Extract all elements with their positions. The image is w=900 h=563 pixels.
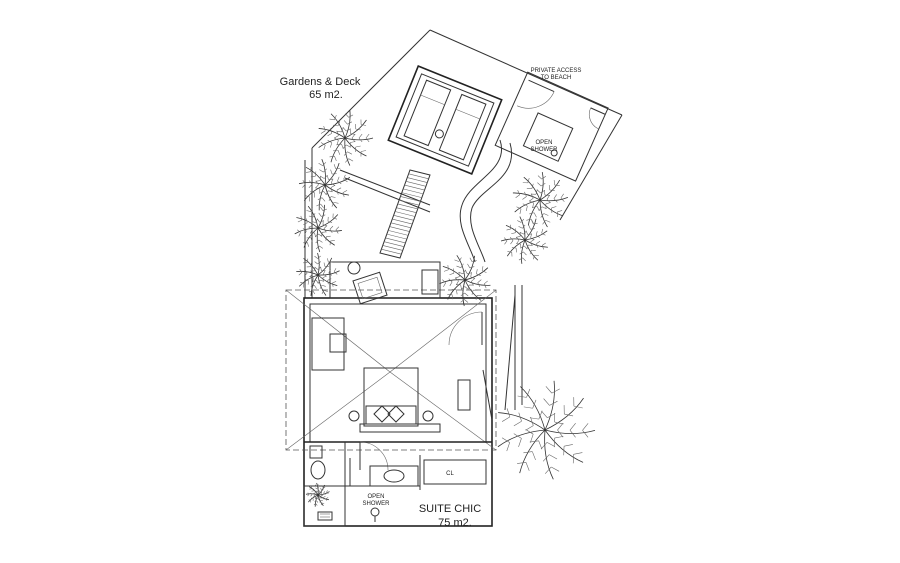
dresser: [457, 379, 471, 411]
suite-area: 75 m2.: [438, 517, 472, 529]
palm-tree-icon: [318, 110, 374, 166]
palm-tree-icon: [497, 380, 596, 480]
beach-shower-enclosure: [494, 71, 609, 182]
terrace-armchair: [352, 271, 388, 305]
open-shower-top-line2: SHOWER: [531, 147, 559, 153]
closet: [423, 459, 487, 485]
suite-title: SUITE CHIC: [419, 503, 481, 515]
desk: [311, 317, 347, 371]
open-shower-bottom-line1: OPEN: [367, 494, 384, 500]
garden-path: [459, 139, 513, 263]
shower-head-icon: [370, 507, 380, 522]
palm-tree-icon: [294, 204, 342, 253]
palm-tree-icon: [439, 255, 491, 307]
palm-tree-icon: [305, 482, 330, 507]
open-shower-top-line1: OPEN: [535, 140, 552, 146]
terrace-side-table: [347, 261, 361, 275]
sun-deck: [387, 65, 503, 175]
closet-label: CL: [446, 471, 454, 477]
toilet-icon: [309, 445, 326, 480]
boardwalk: [379, 169, 431, 259]
gardens-area: 65 m2.: [309, 89, 343, 101]
garden-wall: [504, 294, 516, 411]
suite-shell: [285, 261, 497, 527]
sun-lounger-left: [403, 79, 452, 147]
palm-tree-icon: [500, 216, 548, 264]
open-shower-bottom-line2: SHOWER: [363, 501, 391, 507]
palm-tree-icon: [296, 252, 340, 296]
private-access-label-line1: PRIVATE ACCESS: [531, 68, 582, 74]
bed-icon: [348, 367, 441, 433]
private-access-label-line2: TO BEACH: [541, 75, 572, 81]
vanity-basin: [369, 465, 419, 487]
palm-tree-icon: [298, 159, 351, 211]
gardens-title: Gardens & Deck: [280, 76, 361, 88]
sun-lounger-right: [438, 93, 487, 161]
